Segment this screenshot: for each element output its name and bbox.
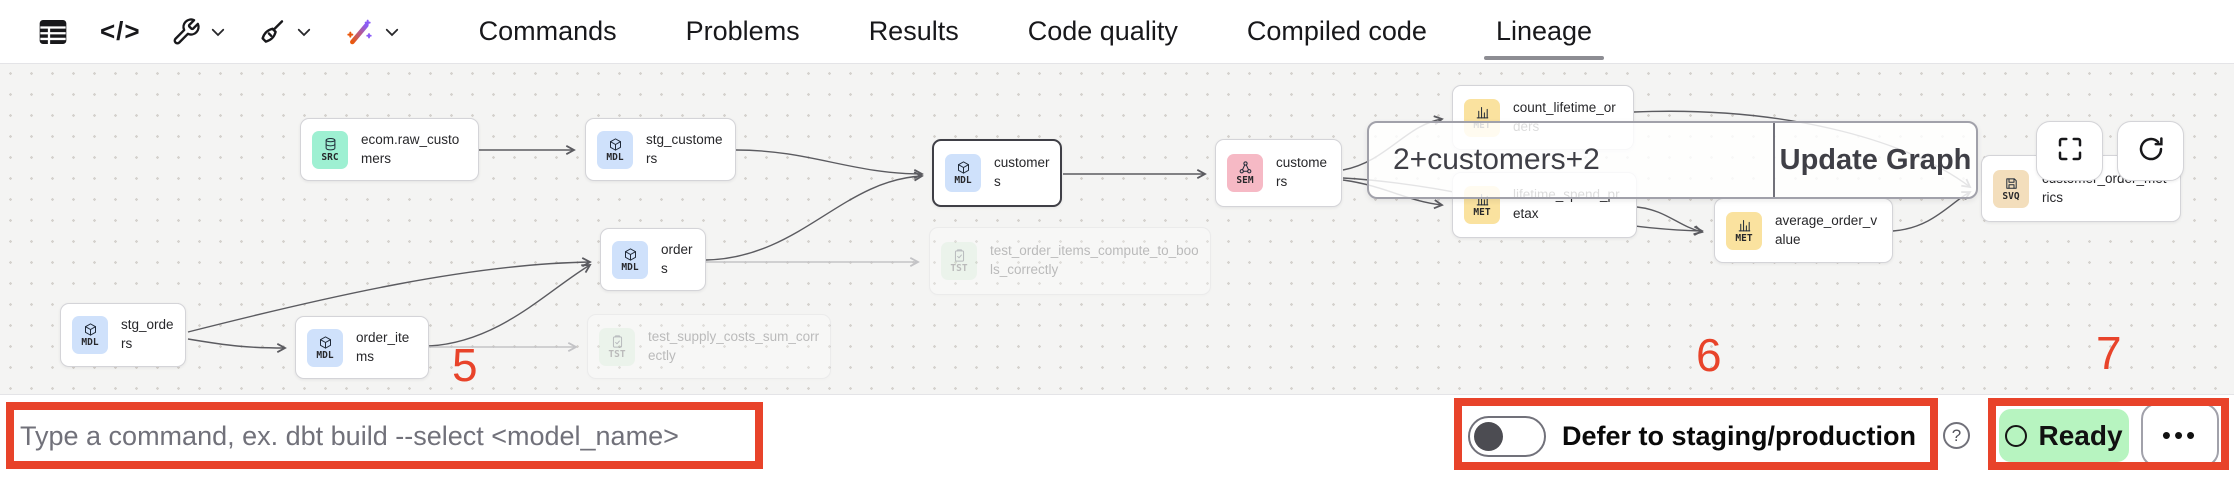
wand-icon bbox=[343, 16, 375, 48]
node-label: orders bbox=[661, 241, 693, 276]
cube-icon: MDL bbox=[72, 316, 108, 354]
update-graph-button[interactable]: Update Graph bbox=[1779, 143, 1972, 176]
code-icon: </> bbox=[100, 16, 141, 46]
lineage-selector-overlay: 2+customers+2 Update Graph bbox=[1367, 121, 1978, 199]
wrench-icon bbox=[171, 17, 201, 47]
node-label: ecom.raw_customers bbox=[361, 131, 460, 166]
node-label: test_supply_costs_sum_correctly bbox=[648, 328, 820, 363]
chevron-down-icon bbox=[383, 23, 401, 41]
cube-icon: MDL bbox=[945, 154, 981, 192]
defer-label: Defer to staging/production bbox=[1562, 421, 1916, 451]
fullscreen-button[interactable] bbox=[2036, 121, 2103, 181]
node-customers-model[interactable]: MDL customers bbox=[932, 139, 1062, 207]
build-tools-button[interactable] bbox=[163, 13, 235, 51]
node-average-order-value[interactable]: MET average_order_value bbox=[1714, 198, 1893, 263]
tab-results[interactable]: Results bbox=[868, 16, 959, 46]
node-stg-customers[interactable]: MDL stg_customers bbox=[585, 118, 736, 181]
node-ecom-raw-customers[interactable]: SRC ecom.raw_customers bbox=[300, 118, 479, 181]
tab-lineage[interactable]: Lineage bbox=[1483, 0, 1605, 63]
clipboard-check-icon: TST bbox=[941, 242, 977, 280]
command-input[interactable] bbox=[18, 407, 758, 465]
share-nodes-icon: SEM bbox=[1227, 154, 1263, 192]
node-label: order_items bbox=[356, 329, 410, 364]
node-label: customers bbox=[1276, 155, 1328, 189]
node-label: stg_customers bbox=[646, 131, 723, 166]
node-test-supply-costs[interactable]: TST test_supply_costs_sum_correctly bbox=[587, 314, 831, 379]
node-label: test_order_items_compute_to_bools_correc… bbox=[990, 243, 1199, 277]
tab-problems[interactable]: Problems bbox=[685, 16, 800, 46]
save-icon: SVQ bbox=[1993, 169, 2029, 208]
more-options-button[interactable]: ••• bbox=[2141, 403, 2219, 467]
node-label: stg_orders bbox=[121, 317, 174, 351]
toggle-knob bbox=[1474, 422, 1503, 451]
cube-icon: MDL bbox=[307, 328, 343, 367]
table-icon bbox=[36, 16, 70, 48]
status-badge[interactable]: Ready bbox=[1999, 409, 2129, 462]
database-icon: SRC bbox=[312, 130, 348, 169]
node-order-items[interactable]: MDL order_items bbox=[295, 316, 429, 379]
tab-commands[interactable]: Commands bbox=[478, 16, 617, 46]
status-circle-icon bbox=[2005, 424, 2028, 447]
tab-compiled-code[interactable]: Compiled code bbox=[1246, 16, 1427, 46]
ai-assist-button[interactable] bbox=[335, 12, 409, 52]
help-icon[interactable]: ? bbox=[1943, 422, 1970, 449]
defer-toggle[interactable] bbox=[1468, 416, 1546, 457]
chevron-down-icon bbox=[295, 23, 313, 41]
table-preview-button[interactable] bbox=[28, 12, 78, 52]
tab-code-quality[interactable]: Code quality bbox=[1027, 16, 1178, 46]
command-bar: Defer to staging/production ? Ready ••• bbox=[0, 394, 2234, 478]
status-label: Ready bbox=[2038, 419, 2123, 451]
code-view-button[interactable]: </> bbox=[92, 12, 149, 51]
refresh-icon bbox=[2136, 134, 2166, 169]
result-tabs: Commands Problems Results Code quality Compi… bbox=[475, 0, 1605, 63]
broom-icon bbox=[257, 17, 287, 47]
node-label: customers bbox=[994, 155, 1050, 189]
bar-chart-icon: MET bbox=[1726, 211, 1762, 250]
chevron-down-icon bbox=[209, 23, 227, 41]
node-label: average_order_value bbox=[1775, 212, 1878, 247]
node-customers-semantic[interactable]: SEM customers bbox=[1215, 139, 1342, 207]
refresh-graph-button[interactable] bbox=[2117, 121, 2184, 181]
clipboard-check-icon: TST bbox=[599, 327, 635, 366]
node-test-order-items[interactable]: TST test_order_items_compute_to_bools_cor… bbox=[929, 227, 1211, 295]
node-stg-orders[interactable]: MDL stg_orders bbox=[60, 303, 186, 367]
format-clean-button[interactable] bbox=[249, 13, 321, 51]
editor-toolbar: </> bbox=[0, 0, 2234, 64]
cube-icon: MDL bbox=[612, 240, 648, 279]
node-orders[interactable]: MDL orders bbox=[600, 228, 706, 291]
fullscreen-icon bbox=[2055, 134, 2085, 169]
lineage-selector-input[interactable]: 2+customers+2 bbox=[1393, 143, 1600, 176]
cube-icon: MDL bbox=[597, 130, 633, 169]
